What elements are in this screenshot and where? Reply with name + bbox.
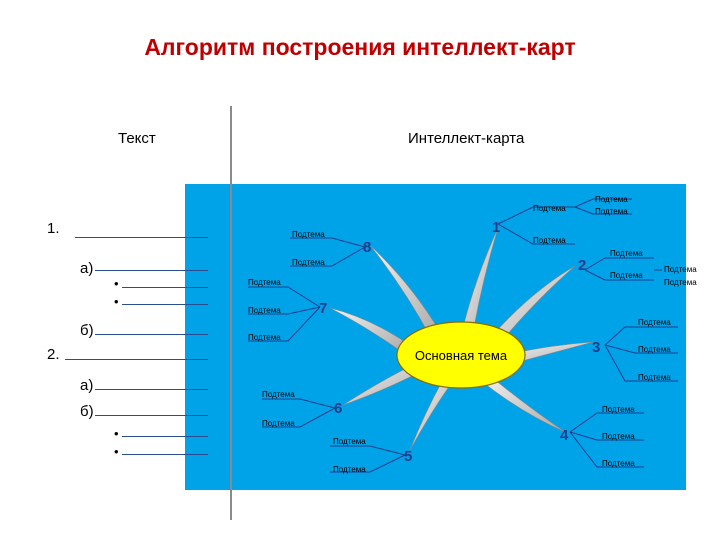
branch-number-2: 2	[578, 257, 586, 274]
outline-line	[75, 237, 208, 238]
subtopic-label: Подтема	[602, 432, 635, 441]
outline-item-2b: б)	[80, 403, 94, 420]
outline-line	[122, 287, 208, 288]
subtopic-label: Подтема	[638, 373, 671, 382]
branch-number-5: 5	[404, 448, 412, 465]
subtopic-label: Подтема	[595, 195, 628, 204]
outline-bullet: •	[114, 294, 119, 309]
subtopic-label: Подтема	[602, 459, 635, 468]
outline-line	[122, 454, 208, 455]
subtopic-label: Подтема	[292, 258, 325, 267]
branch-number-8: 8	[363, 239, 371, 256]
branch-ray-3	[504, 341, 594, 366]
subtopic-label: Подтема	[248, 278, 281, 287]
subtopic-label: Подтема	[610, 271, 643, 280]
outline-line	[95, 334, 208, 335]
subtopic-label: Подтема	[610, 249, 643, 258]
subtopic-label: Подтема	[292, 230, 325, 239]
branch-number-3: 3	[592, 339, 600, 356]
central-topic-node	[396, 321, 526, 389]
subtopic-label: Подтема	[333, 465, 366, 474]
subtopic-connectors	[248, 198, 678, 473]
branch-ray-4	[479, 373, 566, 433]
outline-item-1: 1.	[47, 220, 60, 237]
subtopic-label: Подтема	[638, 318, 671, 327]
column-divider	[230, 106, 232, 520]
outline-bullet: •	[114, 444, 119, 459]
branch-number-4: 4	[560, 427, 569, 444]
branch-ray-7	[329, 307, 409, 353]
slide-title: Алгоритм построения интеллект-карт	[144, 34, 576, 60]
subtopic-label: Подтема	[248, 306, 281, 315]
subtopic-label: Подтема	[533, 236, 566, 245]
outline-item-1b: б)	[80, 322, 94, 339]
outline-line	[95, 270, 208, 271]
outline-line	[95, 415, 208, 416]
outline-item-2: 2.	[47, 346, 60, 363]
branch-ray-1	[457, 227, 499, 351]
outline-bullet: •	[114, 426, 119, 441]
subtopic-label: Подтема	[664, 278, 697, 287]
outline-item-1a: а)	[80, 260, 94, 277]
outline-line	[95, 389, 208, 390]
map-column-header: Интеллект-карта	[408, 130, 525, 147]
subtopic-label: Подтема	[595, 207, 628, 216]
text-column-header: Текст	[118, 130, 156, 147]
subtopic-label: Подтема	[664, 265, 697, 274]
outline-line	[122, 304, 208, 305]
subtopic-label: Подтема	[262, 419, 295, 428]
outline-line	[65, 359, 208, 360]
branch-ray-8	[369, 244, 441, 337]
subtopic-label: Подтема	[333, 437, 366, 446]
subtopic-label: Подтема	[638, 345, 671, 354]
branch-number-7: 7	[319, 300, 327, 317]
branch-number-1: 1	[492, 219, 500, 236]
outline-line	[122, 436, 208, 437]
subtopic-label: Подтема	[248, 333, 281, 342]
subtopic-label: Подтема	[602, 405, 635, 414]
central-topic-label: Основная тема	[415, 348, 508, 363]
branch-number-6: 6	[334, 400, 342, 417]
subtopic-label: Подтема	[533, 204, 566, 213]
branch-ray-6	[342, 363, 421, 406]
outline-bullet: •	[114, 276, 119, 291]
subtopic-label: Подтема	[262, 390, 295, 399]
outline-item-2a: а)	[80, 377, 94, 394]
